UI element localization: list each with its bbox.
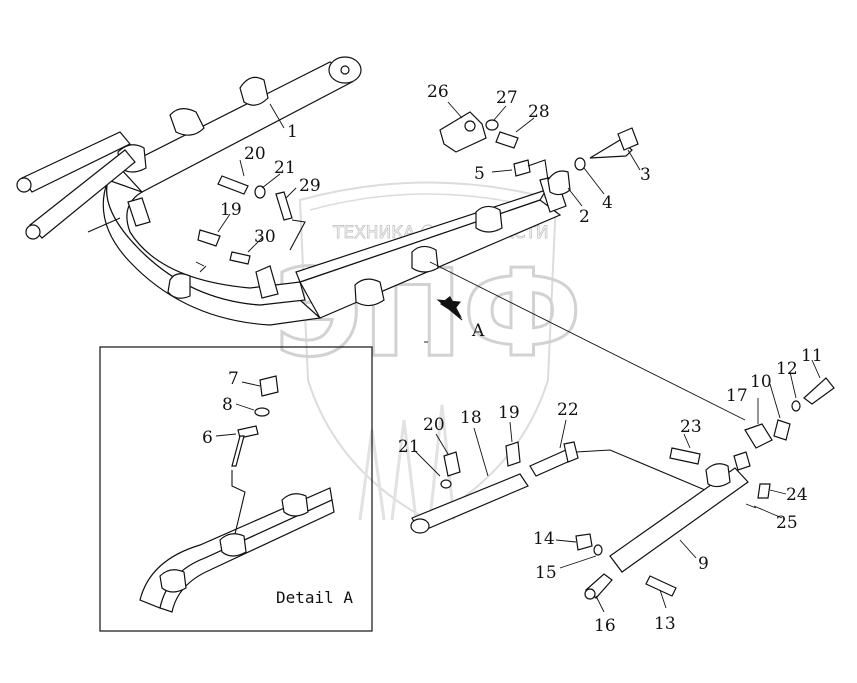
callout-26: 26: [427, 82, 449, 102]
view-a-marker: A: [424, 296, 485, 343]
callout-19-lower: 19: [498, 403, 520, 423]
leader-lines: [215, 101, 821, 613]
left-hardware-group: [197, 175, 306, 265]
callout-29: 29: [299, 176, 321, 196]
callout-11: 11: [801, 346, 823, 366]
bolt-3-group: [547, 127, 639, 196]
left-cylinders: [16, 131, 136, 240]
bolt-22-group: [529, 441, 706, 491]
callouts: 1 2 3 4 5 6 7 8 9 10 11 12 13 14 15 16 1…: [202, 82, 823, 636]
callout-17: 17: [726, 386, 748, 406]
callout-6: 6: [202, 428, 213, 448]
callout-7: 7: [228, 369, 239, 389]
view-marker-label: A: [471, 321, 485, 341]
callout-20-upper: 20: [244, 144, 266, 164]
callout-24: 24: [786, 485, 808, 505]
callout-20-lower: 20: [423, 415, 445, 435]
right-fitting-group: [744, 377, 835, 449]
callout-9: 9: [698, 554, 709, 574]
callout-21-upper: 21: [274, 158, 296, 178]
callout-28: 28: [528, 102, 550, 122]
callout-25: 25: [776, 513, 798, 533]
callout-23: 23: [680, 417, 702, 437]
callout-30: 30: [254, 227, 276, 247]
callout-13: 13: [654, 614, 676, 634]
detail-a-box: Detail A: [99, 346, 373, 632]
callout-15: 15: [535, 563, 557, 583]
frame-part-1: [102, 56, 567, 326]
callout-21-lower: 21: [398, 437, 420, 457]
callout-22: 22: [557, 400, 579, 420]
callout-14: 14: [533, 529, 555, 549]
callout-18: 18: [460, 408, 482, 428]
callout-12: 12: [776, 359, 798, 379]
callout-16: 16: [594, 616, 616, 636]
callout-1: 1: [287, 122, 298, 142]
callout-2: 2: [579, 207, 590, 227]
upper-bracket-group: [439, 111, 549, 181]
detail-a-label: Detail A: [276, 588, 353, 607]
callout-10: 10: [750, 372, 772, 392]
callout-4: 4: [602, 193, 613, 213]
callout-3: 3: [640, 165, 651, 185]
callout-19-upper: 19: [220, 200, 242, 220]
watermark-left-text: ТЕХНИКА: [332, 223, 415, 243]
callout-5: 5: [474, 164, 485, 184]
callout-8: 8: [222, 395, 233, 415]
cylinder-9-group: [575, 447, 771, 600]
cylinder-18-group: [410, 441, 529, 534]
tie-line: [429, 261, 746, 421]
callout-27: 27: [496, 88, 518, 108]
